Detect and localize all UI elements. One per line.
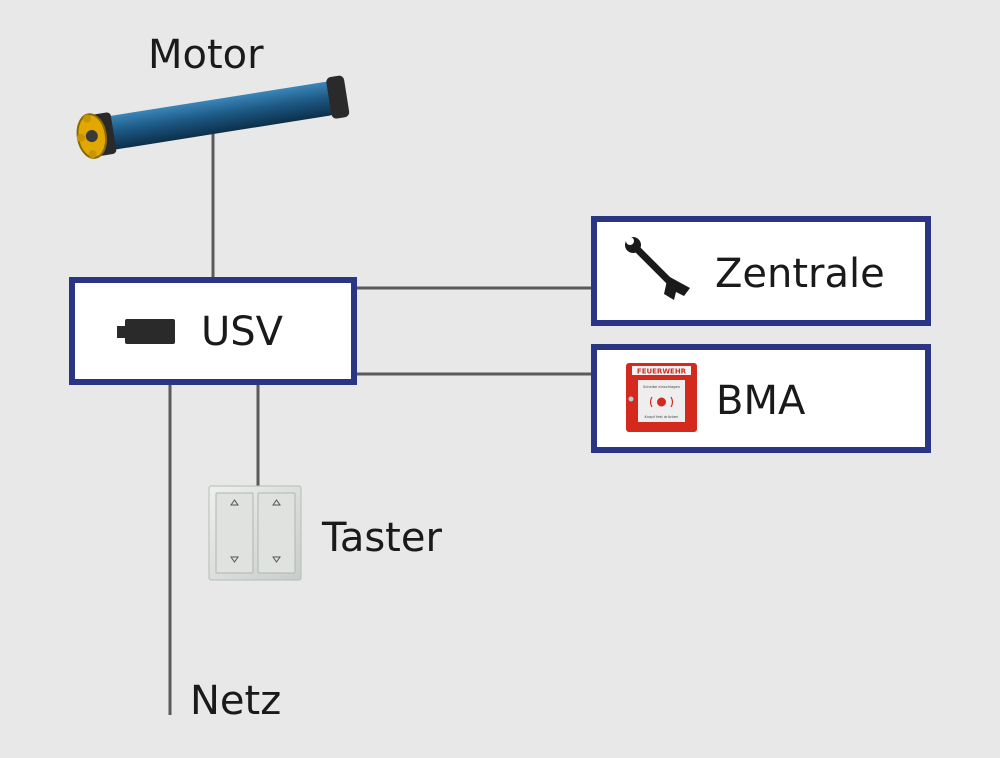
alarm-line2-text: Knopf fest drücken (645, 415, 679, 419)
connectors (168, 128, 594, 715)
netz-label: Netz (190, 678, 281, 724)
usv-node: USV (69, 277, 357, 385)
wrench-icon (625, 237, 690, 300)
tubular-motor-icon (76, 75, 350, 159)
usv-label: USV (201, 309, 284, 355)
bma-node: FEUERWEHR Scheibe einschlagen Knopf fest… (591, 344, 931, 453)
alarm-line1-text: Scheibe einschlagen (643, 385, 680, 389)
zentrale-label: Zentrale (715, 251, 885, 297)
bma-label: BMA (716, 378, 806, 424)
motor-label: Motor (148, 32, 264, 78)
fire-alarm-call-point-icon: FEUERWEHR Scheibe einschlagen Knopf fest… (626, 363, 697, 432)
netz-node: Netz (190, 678, 281, 724)
motor-node: Motor (76, 32, 350, 159)
alarm-header-text: FEUERWEHR (637, 368, 687, 376)
zentrale-node: Zentrale (591, 216, 931, 326)
battery-icon (117, 319, 175, 344)
taster-label: Taster (321, 515, 442, 561)
taster-node: Taster (208, 485, 442, 581)
zentrale-box (591, 216, 931, 326)
double-rocker-switch-icon (208, 485, 302, 581)
